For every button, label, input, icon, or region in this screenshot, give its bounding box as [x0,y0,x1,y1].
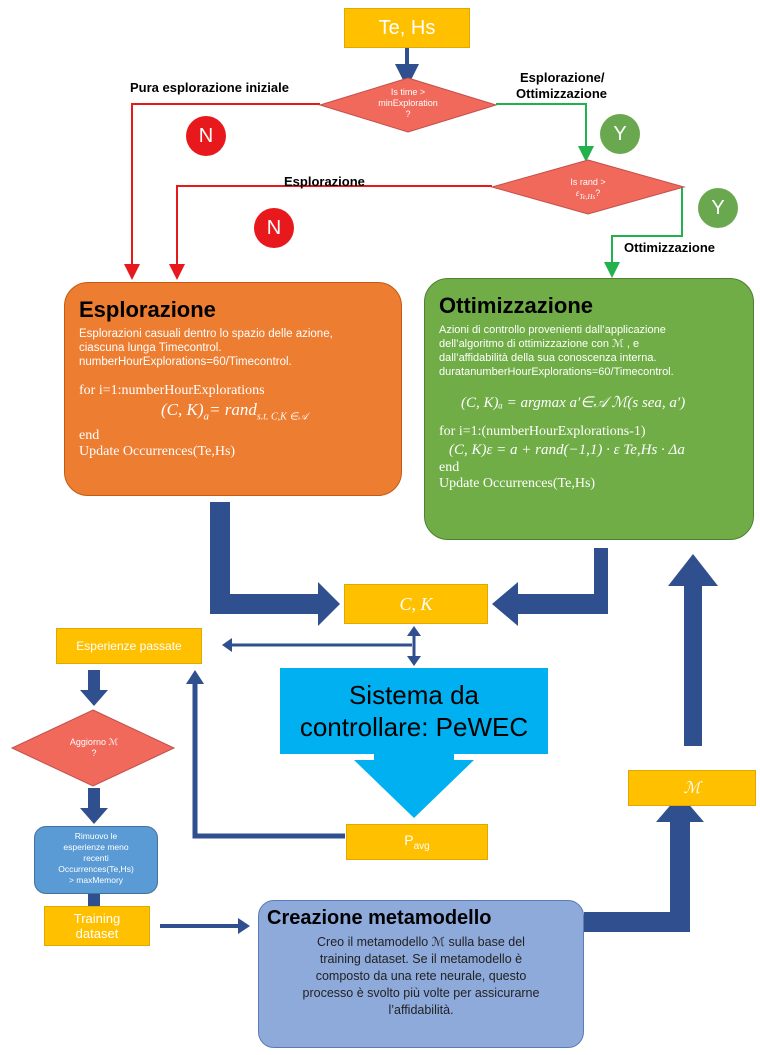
pavg-box: Pavg [346,824,488,860]
yes-circle-1: Y [600,114,640,154]
aggiorno-text: Aggiorno ℳ ? [54,737,134,759]
esplorazione-title: Esplorazione [79,297,216,322]
no-circle-1: N [186,116,226,156]
decision-rand-text: Is rand > εTe,Hs? [548,177,628,203]
arrow-explore-optimize [496,103,594,162]
esplorazione-equation: (C, K)a= rands.t. C,K ∈𝒜 [161,400,308,423]
decision-rand-diamond [490,159,686,215]
ottimizzazione-desc1: Azioni di controllo provenienti dall’app… [439,324,666,336]
creazione-box: Creazione metamodello Creo il metamodell… [258,900,584,1048]
decision-time-line1: Is time > [390,87,426,97]
ottimizzazione-update: Update Occurrences(Te,Hs) [439,476,596,491]
ottimizzazione-title: Ottimizzazione [439,293,594,318]
creazione-line2: training dataset. Se il metamodello è [319,952,523,966]
decision-rand-line1: Is rand > [570,177,606,187]
aggiorno-diamond [10,709,176,787]
esplorazione-update: Update Occurrences(Te,Hs) [79,444,236,460]
metamodel-symbol: ℳ [683,780,701,797]
metamodel-box: ℳ [628,770,756,806]
creazione-line5: l’affidabilità. [388,1003,454,1017]
arrow-exploration [169,185,492,280]
arrow-esplorazione-to-ck [210,502,340,626]
ottimizzazione-loop: for i=1:(numberHourExplorations-1) [439,424,646,439]
arrow-ottimizzazione-to-ck [492,548,608,626]
decision-time-diamond [318,77,498,133]
esplorazione-desc1: Esplorazioni casuali dentro lo spazio de… [79,328,333,340]
pavg-label: Pavg [404,832,430,852]
rimuovo-box: Rimuovo le esperienze meno recenti Occur… [34,826,158,894]
creazione-line1: Creo il metamodello ℳ sulla base del [317,935,525,949]
sistema-line1: Sistema da [348,680,480,710]
ottimizzazione-eq2: (C, K)ε = a + rand(−1,1) · ε Te,Hs · Δa [449,442,685,458]
esperienze-box: Esperienze passate [56,628,202,664]
aggiorno-line1: Aggiorno ℳ [69,737,119,747]
esperienze-label: Esperienze passate [76,639,182,653]
decision-time-line3: ? [405,109,411,119]
ottimizzazione-desc4: duratanumberHourExplorations=60/Timecont… [439,366,674,378]
ck-label: C, K [399,593,433,614]
ottimizzazione-eq1: (C, K)ₐ = argmax a′∈𝒜 ℳ(s sea, a′) [461,395,686,411]
arrow-optimization [604,188,683,278]
rimuovo-line3: recenti [83,853,109,863]
creazione-line4: processo è svolto più volte per assicura… [302,986,540,1000]
ck-box: C, K [344,584,488,624]
esplorazione-desc2: ciascuna lunga Timecontrol. [79,342,222,354]
input-te-hs-box: Te, Hs [344,8,470,48]
sistema-line2: controllare: PeWEC [299,712,529,742]
rimuovo-line5: > maxMemory [68,875,124,885]
yes-circle-2: Y [698,188,738,228]
ottimizzazione-desc3: dall’affidabilità della sua conoscenza i… [439,352,657,364]
training-line2: dataset [75,926,119,941]
rimuovo-line1: Rimuovo le [74,831,118,841]
training-box: Training dataset [44,906,150,946]
rimuovo-line4: Occurrences(Te,Hs) [58,864,134,874]
ottimizzazione-desc2: dell’algoritmo di ottimizzazione con ℳ ,… [439,338,640,350]
label-explore-optimize-2: Ottimizzazione [516,86,608,101]
no-circle-2: N [254,208,294,248]
esplorazione-loop: for i=1:numberHourExplorations [79,383,265,398]
training-line1: Training [73,911,121,926]
ottimizzazione-end: end [439,460,460,475]
input-te-hs-label: Te, Hs [378,16,436,39]
rimuovo-line2: esperienze meno [63,842,129,852]
creazione-line3: composto da una rete neurale, questo [315,969,527,983]
creazione-title: Creazione metamodello [267,907,492,929]
label-exploration: Esplorazione [284,174,365,189]
label-optimization: Ottimizzazione [624,240,716,255]
esplorazione-desc3: numberHourExplorations=60/Timecontrol. [79,356,292,368]
decision-rand-line2: εTe,Hs? [575,188,601,201]
aggiorno-line2: ? [91,748,97,758]
esplorazione-end: end [79,428,100,444]
ottimizzazione-box: Ottimizzazione Azioni di controllo prove… [424,278,754,540]
decision-time-text: Is time > minExploration ? [368,87,448,120]
label-explore-optimize-1: Esplorazione/ [520,70,605,85]
arrow-pure-exploration [124,103,320,280]
decision-time-line2: minExploration [378,98,438,108]
label-pure-exploration: Pura esplorazione iniziale [130,80,289,95]
esplorazione-box: Esplorazione Esplorazioni casuali dentro… [64,282,402,496]
sistema-box: Sistema da controllare: PeWEC [280,668,548,754]
